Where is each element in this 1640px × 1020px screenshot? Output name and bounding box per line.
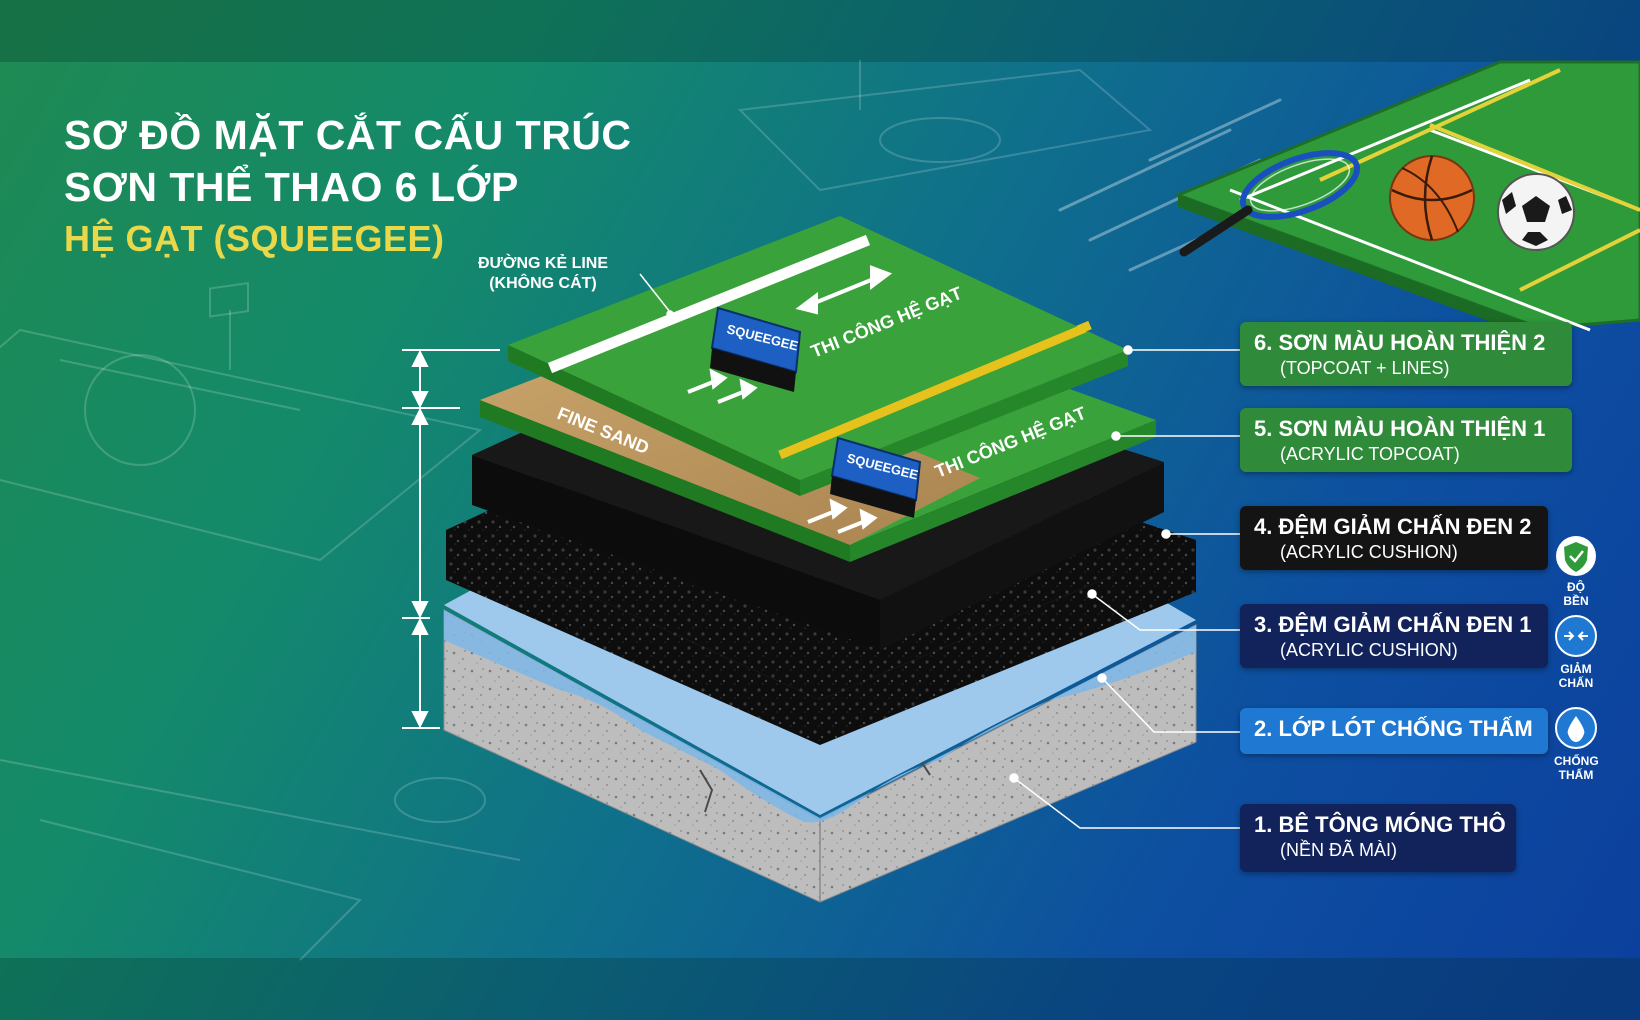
layer-4-title: 4. ĐỆM GIẢM CHẤN ĐEN 2	[1254, 514, 1532, 539]
title-line-2: SƠN THỂ THAO 6 LỚP	[64, 164, 519, 210]
leader-lines	[639, 273, 1240, 829]
court-corner-illustration	[1173, 60, 1640, 340]
layer-6-sub: (TOPCOAT + LINES)	[1280, 358, 1450, 378]
layer-1-title: 1. BÊ TÔNG MÓNG THÔ	[1254, 812, 1506, 837]
layer-label-1: 1. BÊ TÔNG MÓNG THÔ (NỀN ĐÃ MÀI)	[1240, 804, 1516, 872]
soccer-ball-icon	[1497, 173, 1575, 251]
line-callout-1: ĐƯỜNG KẺ LINE	[477, 255, 609, 272]
layer-label-2: 2. LỚP LÓT CHỐNG THẤM	[1240, 708, 1548, 754]
squeegee-tool-mid	[830, 436, 922, 518]
waterproof-caption-1: CHỐNG	[1554, 754, 1599, 768]
tennis-racket-icon	[1179, 150, 1361, 257]
shock-caption-2: CHẤN	[1558, 676, 1594, 690]
court-blueprint-background	[0, 60, 1153, 961]
shock-absorb-icon	[1555, 615, 1597, 657]
bottom-band	[0, 958, 1640, 1020]
layer-label-6: 6. SƠN MÀU HOÀN THIỆN 2 (TOPCOAT + LINES…	[1240, 322, 1572, 386]
layer-4-sub: (ACRYLIC CUSHION)	[1280, 542, 1458, 562]
layer-5-title: 5. SƠN MÀU HOÀN THIỆN 1	[1254, 416, 1546, 441]
shield-check-icon	[1556, 536, 1596, 576]
durability-caption-1: ĐỘ BỀN	[1563, 580, 1589, 608]
shock-caption-1: GIẢM	[1560, 662, 1592, 676]
layer-label-3: 3. ĐỆM GIẢM CHẤN ĐEN 1 (ACRYLIC CUSHION)	[1240, 604, 1548, 668]
waterproof-caption: CHỐNG THẤM	[1554, 754, 1599, 782]
subtitle-squeegee: HỆ GẠT (SQUEEGEE)	[64, 218, 445, 259]
squeegee-tool-top	[710, 306, 802, 392]
thickness-dimension-markers	[402, 349, 500, 729]
layer-2-title: 2. LỚP LÓT CHỐNG THẤM	[1254, 716, 1533, 741]
layer-3-title: 3. ĐỆM GIẢM CHẤN ĐEN 1	[1254, 612, 1532, 637]
line-callout-2: (KHÔNG CÁT)	[489, 275, 597, 292]
motion-arrows	[687, 265, 893, 534]
layer-label-5: 5. SƠN MÀU HOÀN THIỆN 1 (ACRYLIC TOPCOAT…	[1240, 408, 1572, 472]
layer-3-sub: (ACRYLIC CUSHION)	[1280, 640, 1458, 660]
waterproof-caption-2: THẤM	[1558, 768, 1594, 782]
top-band	[0, 0, 1640, 62]
water-drop-icon	[1555, 707, 1597, 749]
layer-6-title: 6. SƠN MÀU HOÀN THIỆN 2	[1254, 330, 1546, 355]
layer-label-4: 4. ĐỆM GIẢM CHẤN ĐEN 2 (ACRYLIC CUSHION)	[1240, 506, 1548, 570]
durability-caption: ĐỘ BỀN	[1554, 580, 1598, 608]
shock-caption: GIẢM CHẤN	[1554, 662, 1598, 690]
title-line-1: SƠ ĐỒ MẶT CẮT CẤU TRÚC	[64, 112, 632, 158]
layer-5-sub: (ACRYLIC TOPCOAT)	[1280, 444, 1460, 464]
basketball-icon	[1389, 155, 1475, 241]
line-marking-callout: ĐƯỜNG KẺ LINE (KHÔNG CÁT)	[468, 254, 618, 294]
layer-1-sub: (NỀN ĐÃ MÀI)	[1280, 840, 1397, 860]
